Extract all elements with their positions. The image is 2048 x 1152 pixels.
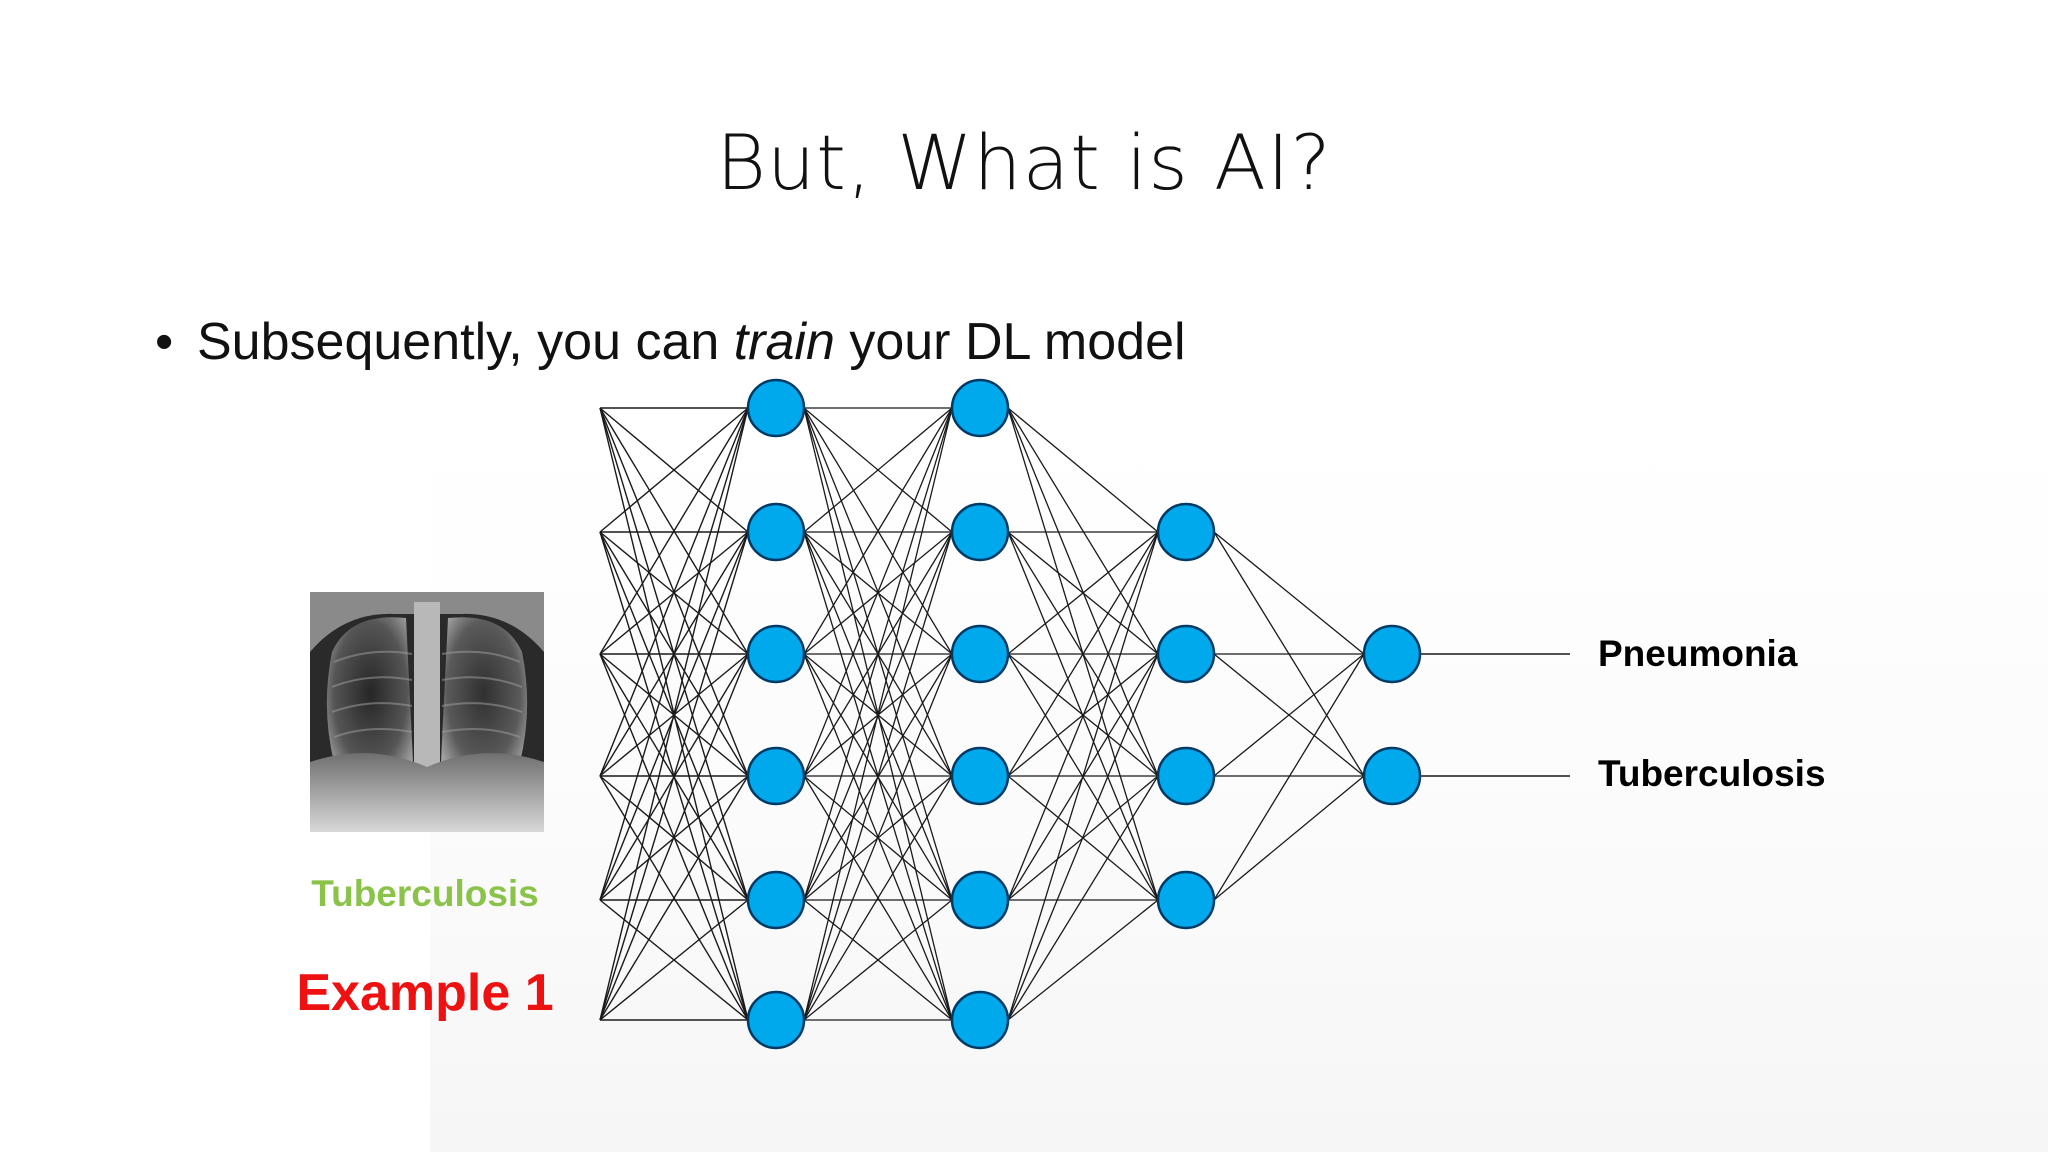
network-edge [803, 407, 953, 655]
network-node-layer4-1 [1362, 624, 1422, 684]
network-edge [1213, 531, 1365, 655]
network-edge [599, 407, 749, 901]
network-edge [1007, 653, 1159, 1021]
network-edge [1213, 653, 1365, 901]
network-edge [1213, 775, 1365, 901]
network-node-layer1-6 [746, 990, 806, 1050]
network-node-layer2-5 [950, 870, 1010, 930]
output-label-pneumonia: Pneumonia [1598, 633, 1798, 674]
network-edge [803, 407, 953, 901]
network-node-layer1-1 [746, 378, 806, 438]
network-edge [1007, 407, 1159, 655]
network-edge [1007, 775, 1159, 1021]
network-node-layer1-5 [746, 870, 806, 930]
network-edges [599, 407, 1570, 1021]
network-node-layer2-3 [950, 624, 1010, 684]
network-node-layer3-4 [1156, 870, 1216, 930]
network-node-layer2-4 [950, 746, 1010, 806]
network-edge [803, 653, 953, 1021]
network-edge [1007, 407, 1159, 777]
network-edge [1007, 531, 1159, 901]
network-node-layer1-4 [746, 746, 806, 806]
network-edge [803, 407, 953, 533]
network-nodes [746, 378, 1422, 1050]
network-edge [599, 407, 749, 533]
network-edge [599, 407, 749, 655]
bullet-text-end: your DL model [834, 313, 1186, 371]
network-edge [803, 407, 953, 777]
output-label-tuberculosis: Tuberculosis [1598, 753, 1826, 794]
network-edge [803, 775, 953, 1021]
bullet-point: • Subsequently, you can train your DL mod… [155, 312, 1186, 372]
network-edge [1007, 531, 1159, 777]
network-edge [803, 407, 953, 1021]
network-edge [599, 407, 749, 1021]
bullet-dot-icon: • [155, 313, 174, 371]
network-node-layer1-2 [746, 502, 806, 562]
network-edge [803, 531, 953, 1021]
network-edge [1213, 653, 1365, 777]
chest-xray-image [310, 592, 544, 832]
network-edge [1007, 899, 1159, 1021]
bullet-text-emphasis: train [733, 313, 835, 371]
example-label: Example 1 [296, 964, 554, 1022]
network-edge [1007, 407, 1159, 533]
slide-title: But, What is AI? [716, 118, 1332, 207]
network-node-layer2-2 [950, 502, 1010, 562]
network-edge [599, 899, 749, 1021]
network-edge [599, 653, 749, 1021]
network-edge [599, 531, 749, 1021]
network-node-layer3-3 [1156, 746, 1216, 806]
network-edge [1007, 531, 1159, 1021]
network-node-layer2-1 [950, 378, 1010, 438]
network-edge [1007, 531, 1159, 655]
network-node-layer2-6 [950, 990, 1010, 1050]
network-edge [599, 775, 749, 1021]
true-label: Tuberculosis [311, 873, 539, 914]
network-node-layer1-3 [746, 624, 806, 684]
slide-backdrop [430, 430, 2048, 1152]
bullet-text-start: Subsequently, you can [197, 313, 734, 371]
network-edge [803, 899, 953, 1021]
network-edge [599, 407, 749, 777]
network-node-layer4-2 [1362, 746, 1422, 806]
network-node-layer3-1 [1156, 502, 1216, 562]
network-node-layer3-2 [1156, 624, 1216, 684]
